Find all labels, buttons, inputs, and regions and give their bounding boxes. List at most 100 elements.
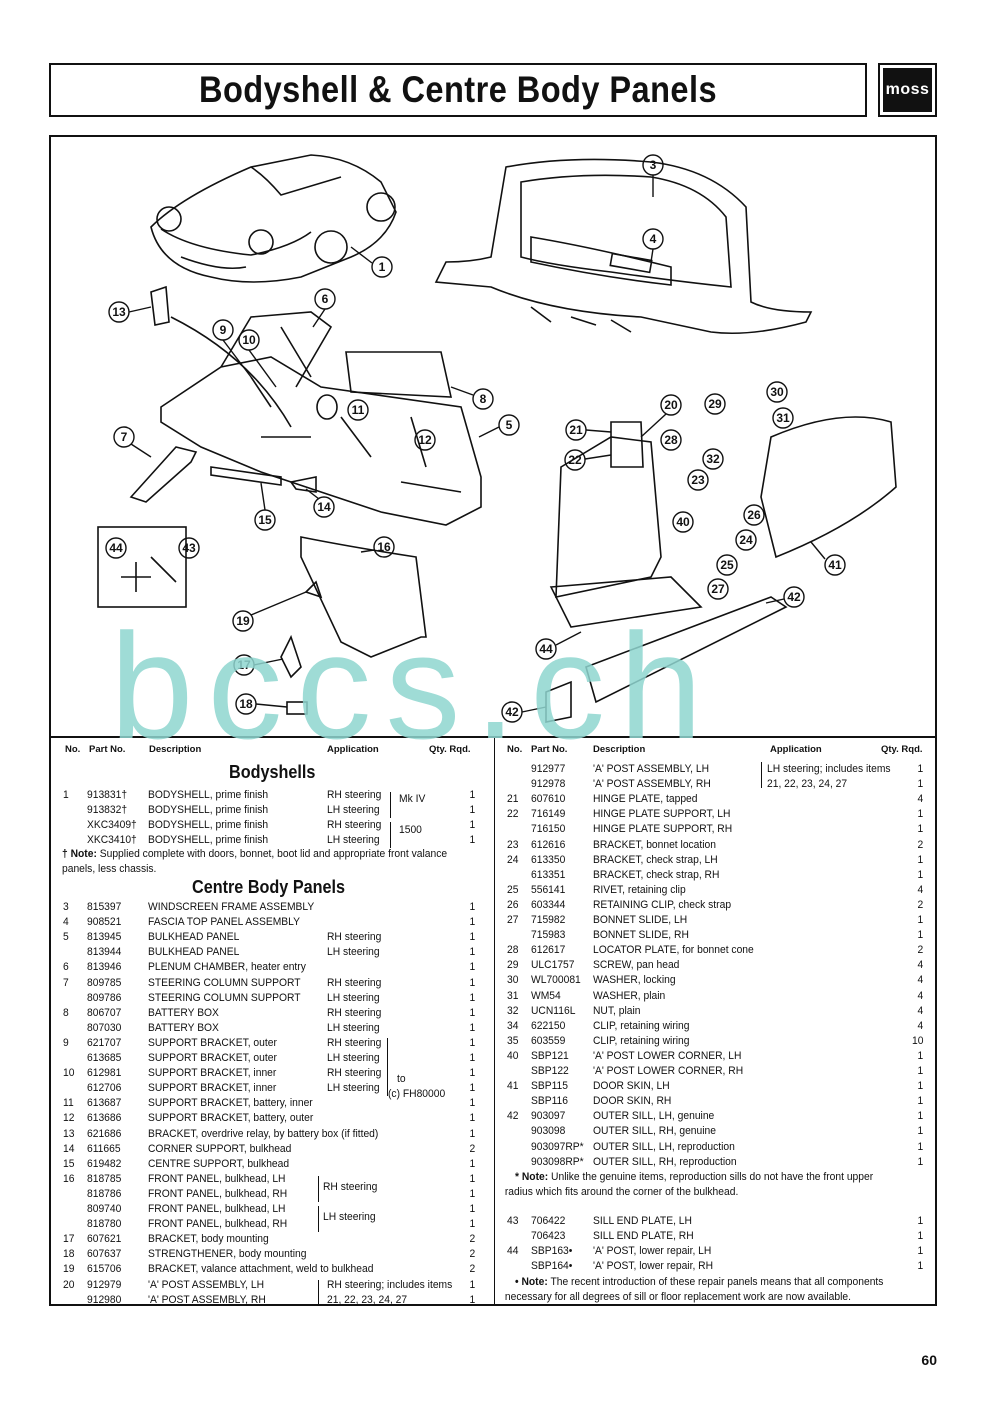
part-cell: 912979 <box>87 1278 122 1291</box>
callout-15: 15 <box>254 482 276 531</box>
callout-41: 41 <box>810 541 846 576</box>
svg-text:29: 29 <box>708 397 722 411</box>
desc-cell: FRONT PANEL, bulkhead, LH <box>148 1172 286 1185</box>
qty-cell: 1 <box>917 1215 923 1227</box>
part-cell: 716149 <box>531 808 566 821</box>
right-column: No. Part No. Description Application Qty… <box>495 738 939 1304</box>
desc-cell: NUT, plain <box>593 1004 641 1017</box>
no-cell: 23 <box>507 838 519 851</box>
desc-cell: BRACKET, check strap, RH <box>593 868 720 881</box>
hinge-plate-drawing <box>610 421 644 468</box>
part-cell: 603559 <box>531 1034 566 1047</box>
part-cell: 611665 <box>87 1142 121 1155</box>
qty-cell: 1 <box>469 1097 475 1110</box>
desc-cell: SILL END PLATE, RH <box>593 1230 694 1243</box>
header-qty-right: Qty. Rqd. <box>881 744 923 755</box>
svg-text:42: 42 <box>505 705 519 719</box>
svg-text:3: 3 <box>650 158 657 172</box>
desc-cell: SUPPORT BRACKET, outer <box>148 1052 277 1064</box>
strengthener-drawing <box>286 701 308 715</box>
header-qty: Qty. Rqd. <box>429 744 471 755</box>
no-cell: 11 <box>63 1097 74 1110</box>
valance-bracket-drawing <box>304 580 323 599</box>
callout-43: 42 <box>501 701 547 723</box>
no-cell: 17 <box>63 1233 75 1246</box>
callout-5: 5 <box>478 414 520 438</box>
desc-cell: HINGE PLATE SUPPORT, RH <box>593 823 733 836</box>
header-description-right: Description <box>593 744 646 755</box>
qty-cell: 1 <box>469 1067 475 1080</box>
part-cell: 613350 <box>531 853 566 866</box>
callout-24: 24 <box>735 529 757 551</box>
group-fh80000: (c) FH80000 <box>51 1088 495 1102</box>
app-cell: RH steering <box>327 1067 382 1080</box>
part-cell: 903098 <box>531 1125 566 1138</box>
qty-cell: 1 <box>917 929 923 942</box>
brace-1500 <box>386 822 391 848</box>
qty-cell: 1 <box>917 823 923 836</box>
part-cell: 612981 <box>87 1067 122 1080</box>
section-centre-body-panels: Centre Body Panels <box>192 877 346 897</box>
page-title: Bodyshell & Centre Body Panels <box>198 69 718 110</box>
part-cell: 607621 <box>87 1233 122 1246</box>
part-cell: 903097RP* <box>531 1140 584 1153</box>
desc-cell: FRONT PANEL, bulkhead, RH <box>148 1218 288 1231</box>
part-cell: 613686 <box>87 1112 122 1125</box>
callout-8: 8 <box>450 386 494 410</box>
qty-cell: 2 <box>469 1248 475 1261</box>
svg-text:8: 8 <box>480 392 487 406</box>
part-cell: 716150 <box>531 823 566 836</box>
qty-cell: 1 <box>469 991 475 1004</box>
repair-note-text-2: necessary for all degrees of sill or flo… <box>504 1291 851 1303</box>
no-cell: 43 <box>507 1215 519 1227</box>
qty-cell: 1 <box>469 1203 475 1215</box>
moss-logo: moss <box>878 63 937 117</box>
app-cell: RH steering; includes items <box>327 1278 453 1291</box>
app-cell: RH steering <box>327 1036 382 1049</box>
desc-cell: STRENGTHENER, body mounting <box>148 1248 307 1261</box>
car-bodyshell-drawing <box>150 154 397 283</box>
part-cell: 613687 <box>87 1097 122 1110</box>
desc-cell: 'A' POST LOWER CORNER, RH <box>593 1065 744 1077</box>
app-cell: LH steering <box>327 834 380 847</box>
no-cell: 35 <box>507 1034 519 1047</box>
part-cell: ULC1757 <box>531 959 575 972</box>
qty-cell: 1 <box>469 1293 475 1306</box>
part-cell: 556141 <box>531 883 566 896</box>
desc-cell: WINDSCREEN FRAME ASSEMBLY <box>148 901 315 913</box>
part-cell: 912978 <box>531 778 566 791</box>
desc-cell: BRACKET, overdrive relay, by battery box… <box>148 1127 379 1140</box>
part-cell: 613351 <box>531 868 566 881</box>
group-label-1500: 1500 <box>51 817 495 836</box>
part-cell: 813946 <box>87 961 122 974</box>
no-cell: 21 <box>507 793 519 806</box>
no-cell: 40 <box>507 1049 519 1062</box>
desc-cell: PLENUM CHAMBER, heater entry <box>148 961 306 974</box>
no-cell: 6 <box>63 961 69 974</box>
qty-cell: 4 <box>917 959 923 972</box>
no-cell: 26 <box>507 898 519 911</box>
qty-cell: 1 <box>469 1172 475 1185</box>
header-application: Application <box>327 744 379 755</box>
qty-cell: 1 <box>469 789 475 801</box>
qty-cell: 1 <box>469 1021 475 1034</box>
callout-1: 1 <box>350 246 393 278</box>
